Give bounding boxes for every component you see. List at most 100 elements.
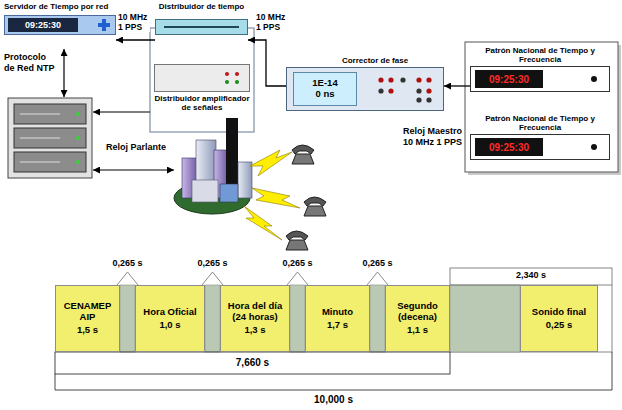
pause-bar	[450, 285, 520, 352]
city-illustration	[174, 118, 252, 214]
distributor-frame	[150, 28, 254, 132]
timeline-segment: Segundo (decena)1,1 s	[385, 285, 450, 352]
speaking-clock-label: Reloj Parlante	[96, 142, 176, 153]
gap-bar	[205, 285, 220, 352]
ntp-arrow	[63, 49, 64, 97]
time-readout: 09:25:30	[489, 74, 529, 86]
telephones	[286, 145, 326, 250]
indicator-lights	[589, 142, 599, 152]
segment-name: Hora del día (24 horas)	[224, 301, 286, 323]
indicator-dot	[235, 80, 239, 84]
standard-device: 09:25:30	[470, 66, 610, 92]
signal-label: 10 MHz 1 PPS	[118, 12, 150, 32]
patron-box: Patrón Nacional de Tiempo y Frecuencia09…	[470, 114, 610, 160]
building	[220, 184, 238, 202]
indicator-dot	[591, 144, 597, 150]
signal-connector	[444, 85, 470, 86]
standard-device: 09:25:30	[470, 134, 610, 160]
segment-name: Minuto	[322, 307, 353, 318]
rack-led	[76, 136, 80, 140]
phone-base	[304, 206, 326, 216]
total-duration: 10,000 s	[56, 394, 611, 406]
segment-duration: 1,0 s	[159, 320, 180, 331]
display-readout: 1E-14	[312, 78, 337, 89]
phase-display: 1E-140 ns	[293, 72, 357, 106]
indicator-dot	[388, 89, 393, 94]
distributor-device	[155, 19, 248, 35]
segment-duration: 1,7 s	[327, 320, 348, 331]
indicator-dot	[416, 78, 421, 83]
gap-peak	[117, 272, 138, 285]
bracket	[55, 352, 612, 390]
timeline-segment: Minuto 1,7 s	[305, 285, 370, 352]
device-heading: Corrector de fase	[286, 56, 444, 65]
indicator-dot	[225, 72, 229, 76]
gap-bar	[290, 285, 305, 352]
segment-duration: 1,1 s	[407, 325, 428, 336]
segment-name: Sonido final	[532, 307, 586, 318]
gap-peak	[367, 272, 388, 285]
gap-bar	[120, 285, 135, 352]
server-box: Servidor de Tiempo por red 09:25:30	[4, 2, 116, 35]
time-display: 09:25:30	[475, 70, 543, 88]
plus-bar	[98, 23, 110, 27]
indicator-dot	[235, 72, 239, 76]
indicator-dot	[416, 89, 421, 94]
segment-duration: 1,3 s	[244, 325, 265, 336]
building	[192, 180, 218, 202]
indicator-dot	[388, 78, 393, 83]
telephone	[304, 197, 326, 216]
phone-base	[292, 154, 314, 164]
phone-base	[286, 240, 308, 250]
feed-arrow	[93, 111, 150, 112]
corrector-device: 1E-140 ns	[286, 67, 444, 111]
segment-duration: 1,5 s	[77, 325, 98, 336]
segment-name: CENAMEP AIP	[59, 301, 116, 323]
indicator-lights	[375, 74, 437, 104]
time-readout: 09:25:30	[25, 20, 61, 30]
time-display: 09:25:30	[8, 18, 78, 32]
lightning-bolt	[252, 188, 300, 208]
pause-duration: 2,340 s	[451, 270, 611, 281]
indicator-dot	[426, 78, 431, 83]
lightning-bolt	[244, 206, 282, 240]
time-readout: 09:25:30	[489, 142, 529, 154]
handset	[292, 145, 314, 154]
rack-led	[76, 160, 80, 164]
rack-body	[8, 98, 92, 178]
gap-duration: 0,265 s	[276, 258, 320, 269]
timeline-segment: Hora del día (24 horas) 1,3 s	[220, 285, 290, 352]
indicator-dot	[378, 78, 383, 83]
rack-slot	[20, 162, 60, 163]
dist-box: Distribuidor de tiempo	[155, 2, 248, 35]
timeline-segment: Hora Oficial 1,0 s	[135, 285, 205, 352]
indicator-lights	[589, 74, 599, 84]
indicator-dot	[225, 80, 229, 84]
device-strip	[164, 26, 239, 28]
rack-unit	[14, 152, 86, 172]
corr-box: Corrector de fase 1E-140 ns	[286, 56, 444, 111]
device-heading: Patrón Nacional de Tiempo y Frecuencia	[470, 46, 610, 64]
lightning-bolt	[250, 150, 292, 176]
server-rack	[8, 98, 92, 178]
standard-frame	[465, 42, 618, 172]
lightning-bolts	[244, 150, 300, 240]
handset	[304, 197, 326, 206]
building	[238, 162, 252, 198]
pause-frame	[450, 268, 612, 352]
server-device: 09:25:30	[4, 15, 116, 35]
indicator-lights	[221, 68, 245, 88]
display-readout: 0 ns	[315, 89, 334, 100]
segment-duration: 0,25 s	[546, 320, 572, 331]
subtotal-duration: 7,660 s	[56, 357, 449, 369]
telephone	[292, 145, 314, 164]
gap-peak	[287, 272, 308, 285]
rack-unit	[14, 128, 86, 148]
segment-name: Hora Oficial	[143, 307, 196, 318]
time-display: 09:25:30	[475, 138, 543, 156]
gap-peak	[202, 272, 223, 285]
indicator-dot	[378, 89, 383, 94]
device-heading: Servidor de Tiempo por red	[4, 2, 116, 11]
amp-box: Distribuidor amplificador de señales	[154, 64, 250, 112]
telephone	[286, 231, 308, 250]
